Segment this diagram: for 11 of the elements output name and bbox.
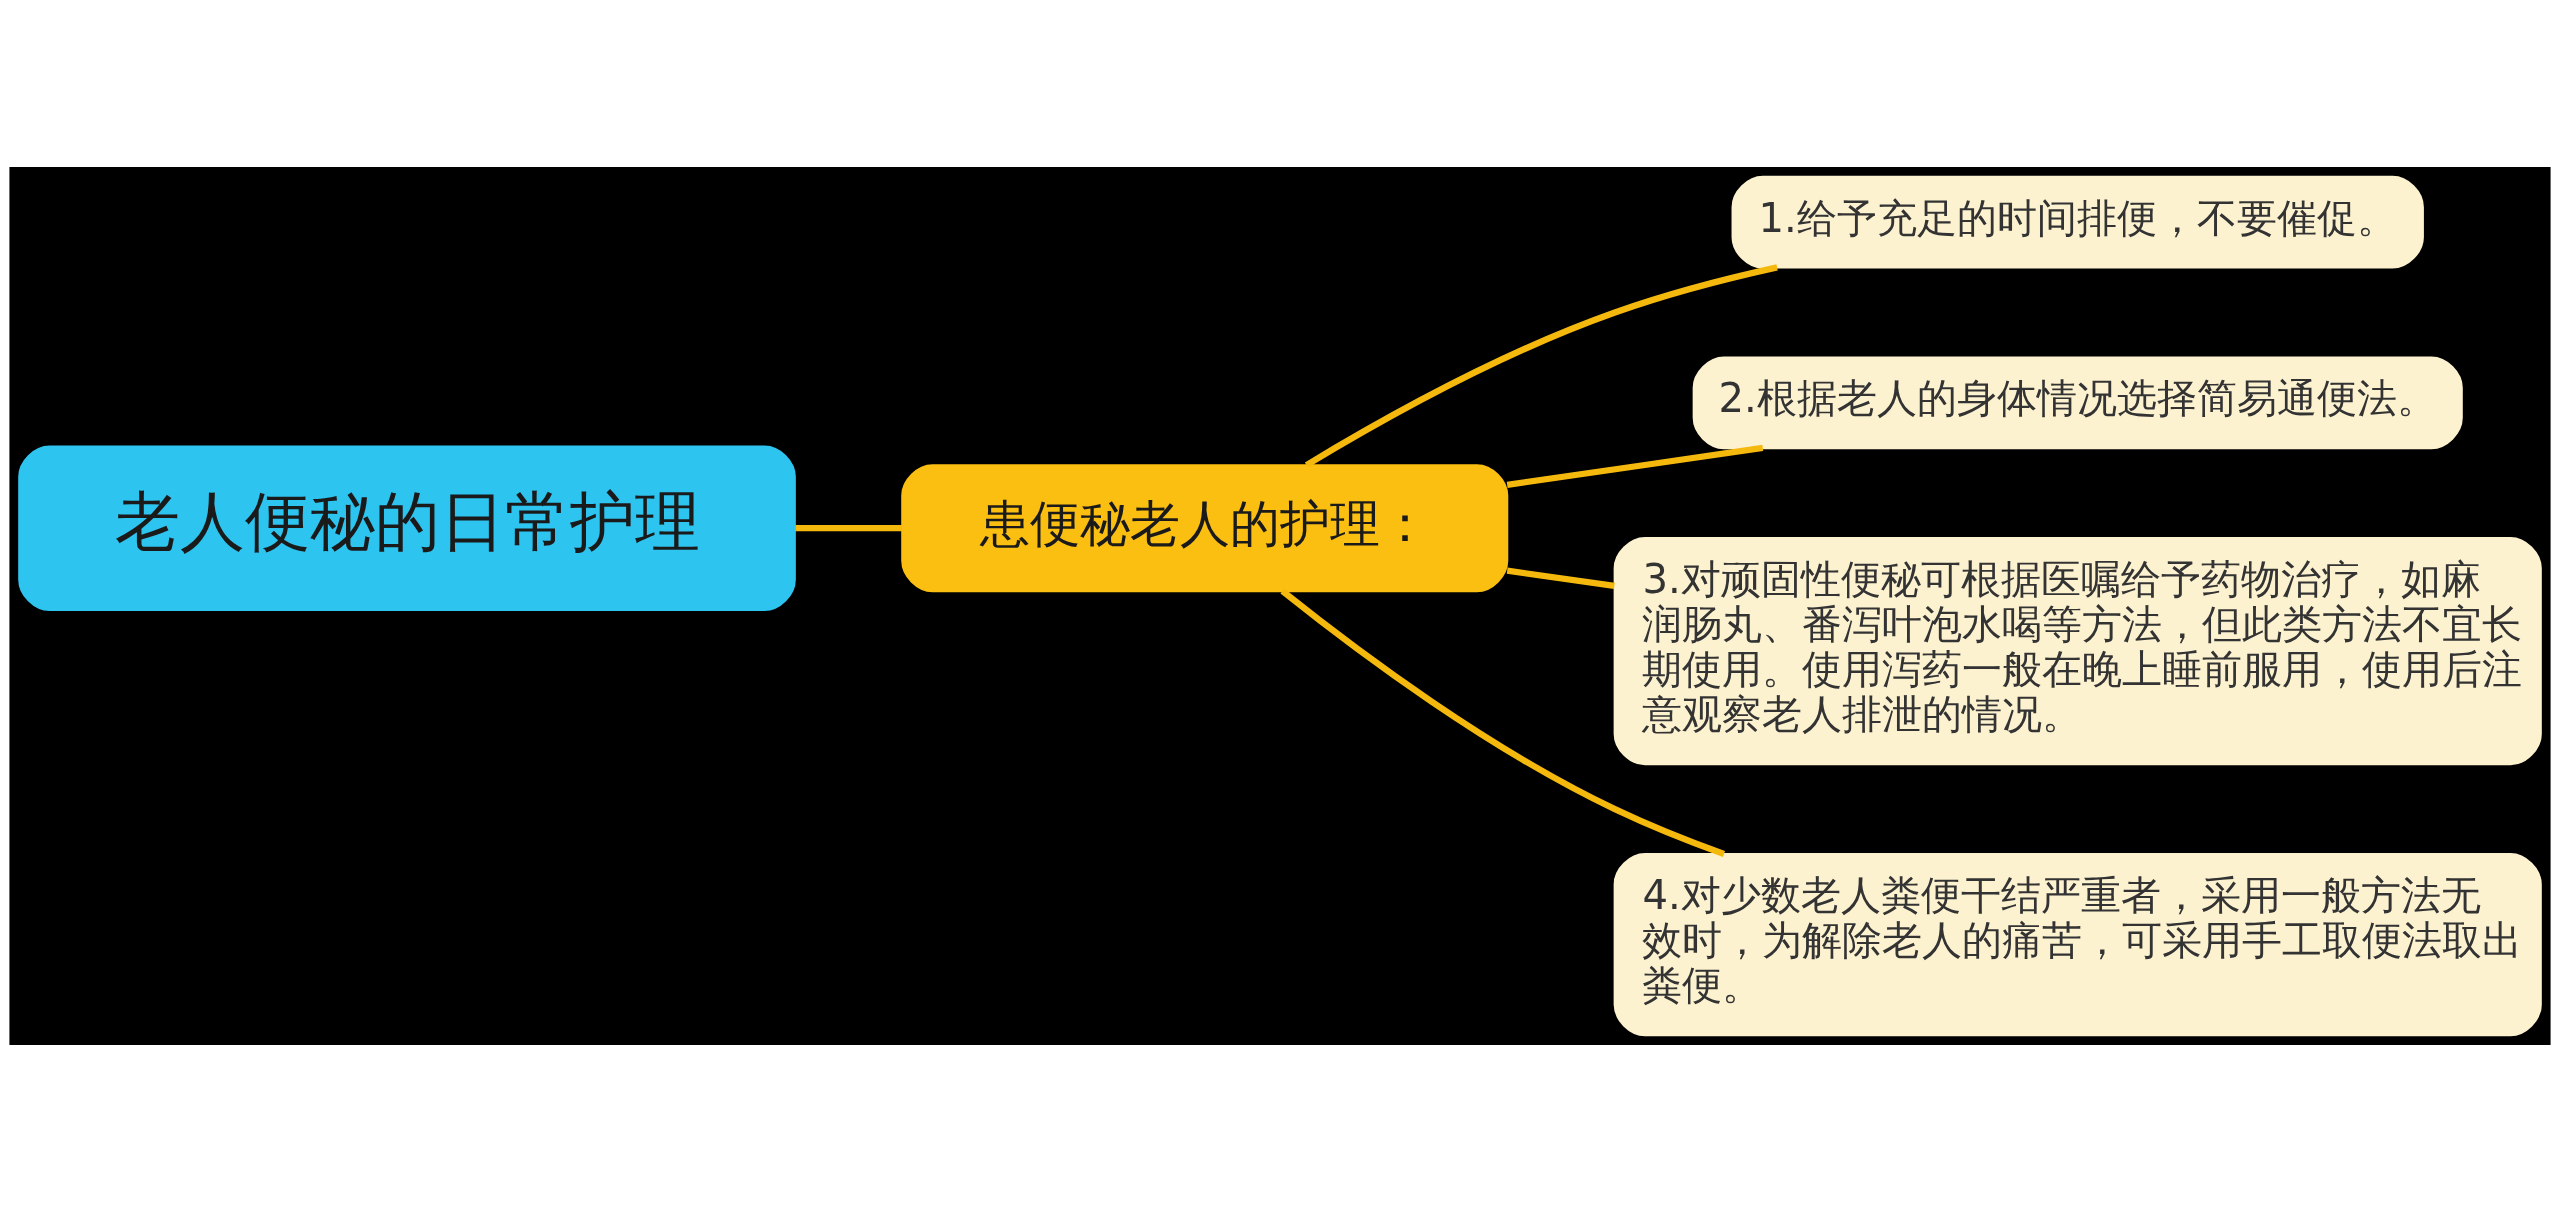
connector	[795, 525, 903, 532]
connector	[1304, 264, 1778, 468]
node-box: 3.对顽固性便秘可根据医嘱给予药物治疗，如麻润肠丸、番泻叶泡水喝等方法，但此类方法不宜长期使用。使用泻药一般在晚上睡前服用，使用后注意观察老人排泄的情况。	[1613, 537, 2542, 766]
node-box: 1.给予充足的时间排便，不要催促。	[1731, 175, 2424, 269]
connector	[1506, 444, 1764, 488]
node-box: 4.对少数老人粪便干结严重者，采用一般方法无效时，为解除老人的痛苦，可采用手工取便法取出粪便。	[1613, 853, 2542, 1037]
connector	[1280, 588, 1726, 857]
node-box: 老人便秘的日常护理	[18, 445, 796, 611]
node-box: 2.根据老人的身体情况选择简易通便法。	[1692, 356, 2463, 450]
connector	[1506, 567, 1615, 589]
node-box: 患便秘老人的护理：	[901, 464, 1509, 593]
